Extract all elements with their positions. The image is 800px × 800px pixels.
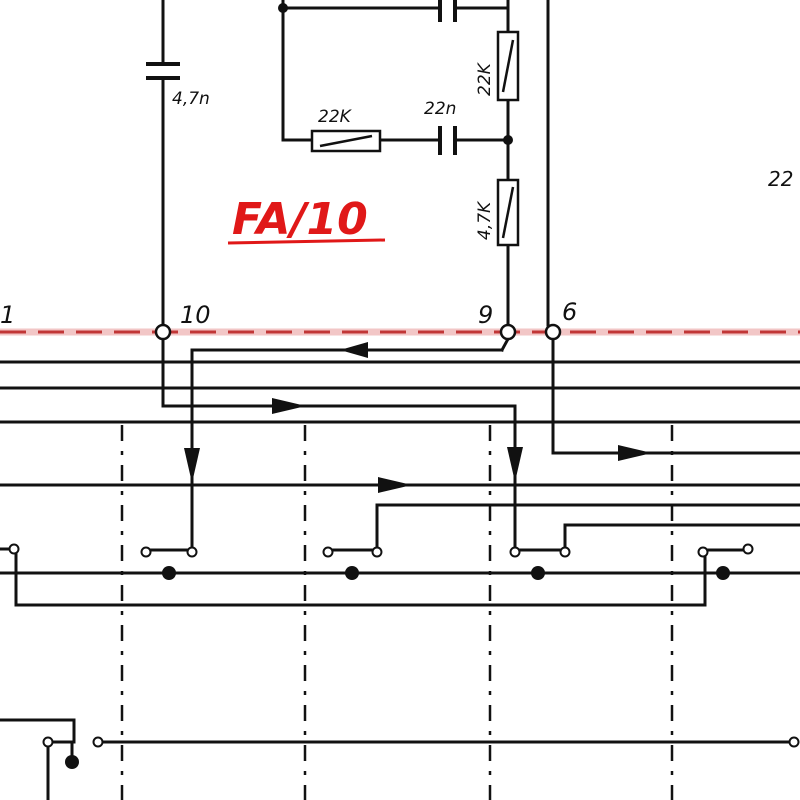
terminal-node-9: [499, 323, 517, 341]
resistor-4k7: [496, 178, 520, 247]
arrow-down: [184, 448, 200, 483]
switch-contacts: [8, 543, 800, 748]
arrow-down: [507, 447, 523, 482]
routing-wires: [0, 336, 800, 800]
arrow-right: [618, 445, 652, 461]
junction-dot: [503, 135, 513, 145]
terminal-node-10: [154, 323, 172, 341]
resistor-22k-vertical: [496, 30, 520, 102]
arrow-right: [378, 477, 412, 493]
cap-22n-label: 22n: [424, 99, 456, 119]
resistor-22k-horizontal-label: 22K: [318, 107, 353, 127]
right-edge-label: 22: [768, 167, 793, 191]
resistor-4k7-label: 4,7K: [475, 200, 495, 240]
cap-top: [438, 0, 457, 22]
module-title: FA/10: [232, 194, 368, 245]
feedback-network: [161, 0, 550, 327]
title-underline: [227, 238, 386, 245]
terminal-label-9: 9: [478, 301, 493, 329]
arrow-right: [272, 398, 306, 414]
terminal-label-10: 10: [180, 301, 211, 329]
terminal-label-1: 1: [0, 301, 15, 329]
resistor-22k-horizontal: [310, 129, 382, 153]
dash-dot-separators: [120, 425, 674, 800]
arrow-left: [340, 342, 368, 358]
cap-left-label: 4,7n: [172, 89, 210, 109]
resistor-22k-vertical-label: 22K: [475, 61, 495, 96]
terminal-node-6: [544, 323, 562, 341]
cap-left-4n7: [146, 62, 180, 80]
bus-lines: [0, 360, 800, 487]
junction-dot: [278, 3, 288, 13]
terminal-label-6: 6: [562, 298, 577, 326]
switch-pivots: [65, 566, 730, 769]
cap-22n: [438, 126, 457, 155]
